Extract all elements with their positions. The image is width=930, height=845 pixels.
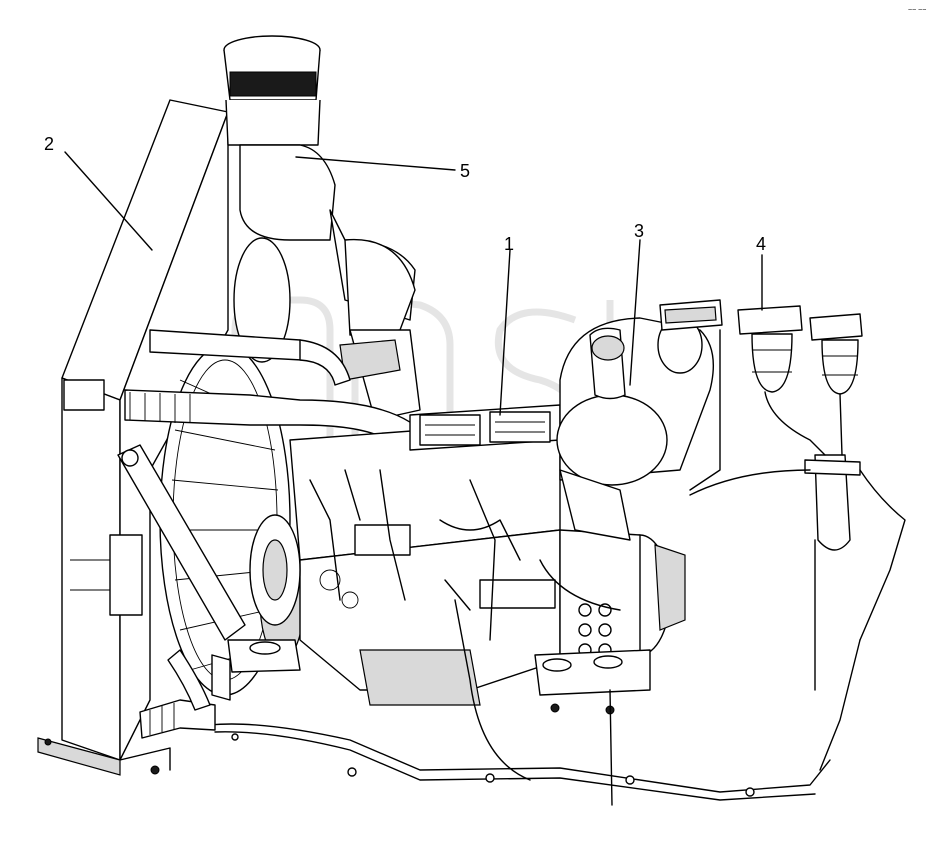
leader-3 [629, 239, 641, 386]
leader-5 [295, 156, 456, 171]
leader-1 [499, 249, 511, 416]
flywheel-housing [559, 529, 686, 661]
lower-hose [139, 649, 216, 739]
leader-lines [64, 151, 763, 416]
coolant-hose [124, 329, 441, 511]
engine-mounts [211, 639, 651, 806]
fuel-filters [737, 305, 863, 551]
callout-4: 4 [756, 234, 766, 254]
air-intake [223, 35, 421, 421]
corner-mark: ~~ ~~ [908, 7, 926, 14]
callout-1: 1 [504, 234, 514, 254]
muffler [556, 316, 715, 541]
control-module [659, 299, 723, 331]
engine-block [249, 404, 561, 706]
callout-5: 5 [460, 161, 470, 181]
callouts: 2 5 1 3 4 [44, 134, 766, 254]
radiator [37, 99, 229, 776]
leader-2 [64, 151, 153, 251]
fuel-lines [209, 329, 906, 801]
callout-3: 3 [634, 221, 644, 241]
callout-2: 2 [44, 134, 54, 154]
